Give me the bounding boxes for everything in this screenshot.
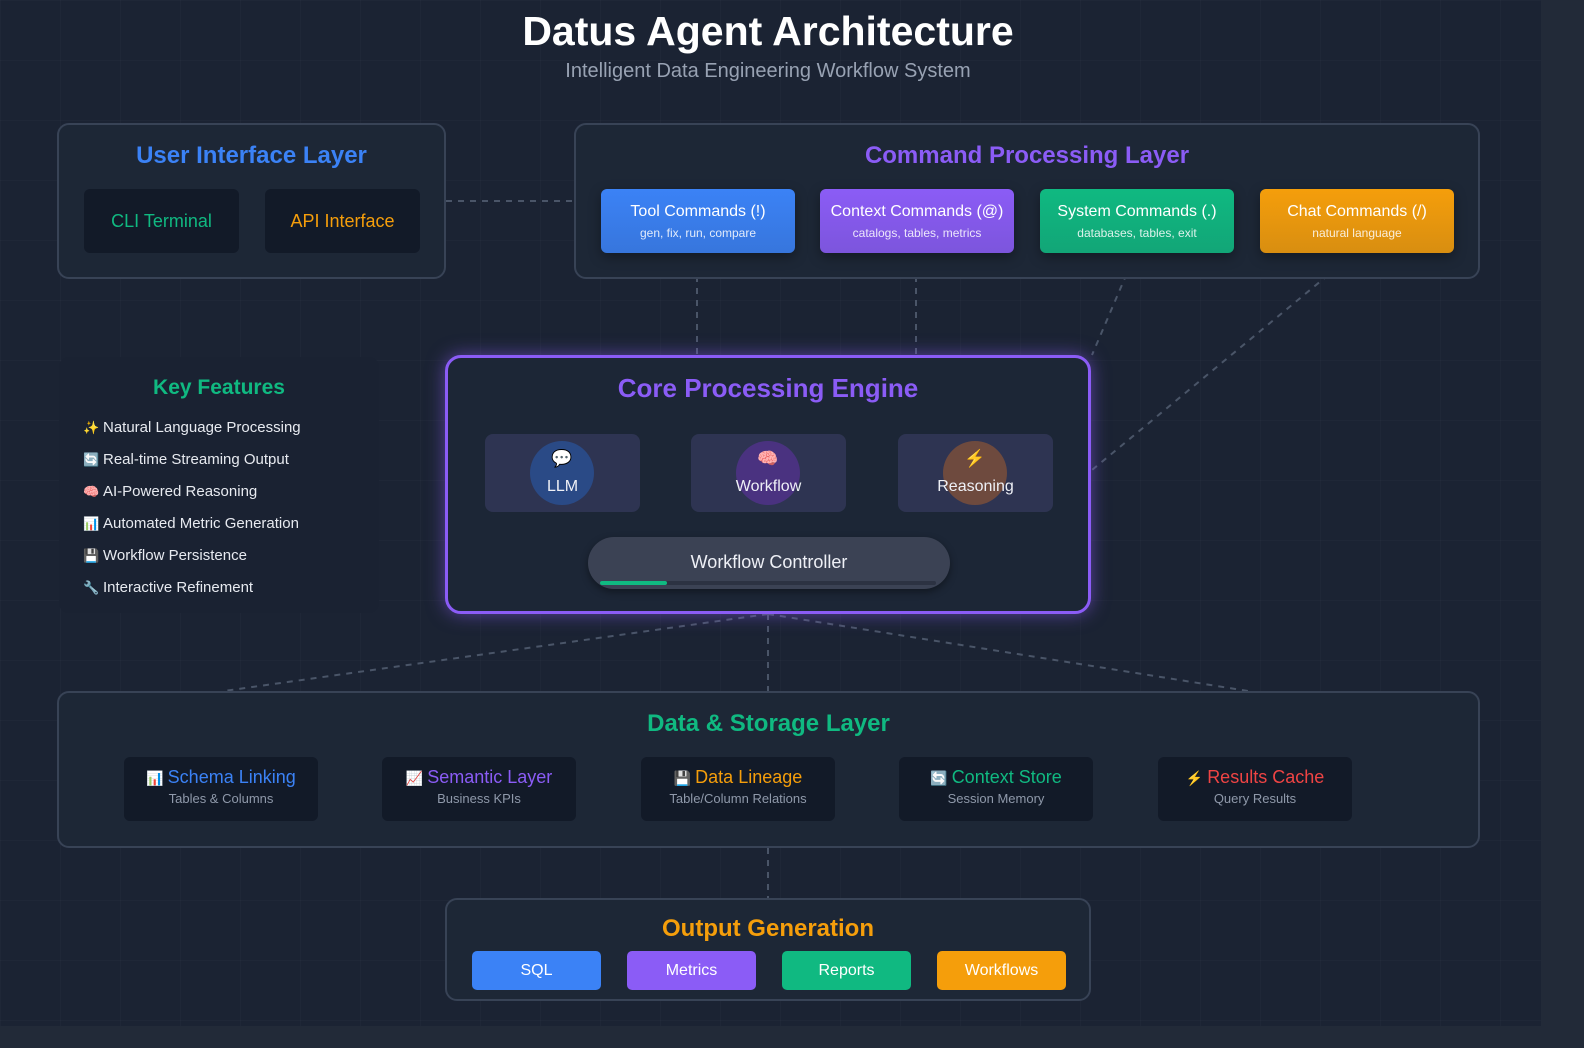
workflow-circle: 🧠 (736, 441, 800, 505)
controller-progress-track (600, 581, 936, 585)
reasoning-circle: ⚡ (943, 441, 1007, 505)
system-commands-label: System Commands (.) (1057, 202, 1217, 220)
command-layer-title: Command Processing Layer (864, 142, 1190, 169)
feature-label: Natural Language Processing (103, 419, 301, 436)
floppy-disk-icon: 💾 (673, 770, 692, 786)
user-interface-layer: User Interface Layer CLI Terminal API In… (57, 123, 446, 279)
data-lineage-label: Data Lineage (695, 767, 803, 787)
output-workflows-label: Workflows (964, 961, 1039, 979)
schema-linking-sub: Tables & Columns (168, 791, 274, 806)
llm-label: LLM (546, 478, 579, 495)
bar-chart-icon: 📊 (83, 516, 100, 531)
output-workflows-button[interactable]: Workflows (937, 951, 1066, 990)
feature-item: ✨Natural Language Processing (83, 419, 301, 436)
trend-chart-icon: 📈 (405, 770, 424, 786)
workflow-controller-label: Workflow Controller (690, 552, 848, 572)
semantic-layer-card[interactable]: 📈Semantic Layer Business KPIs (382, 757, 576, 821)
system-commands-sub: databases, tables, exit (1077, 225, 1197, 240)
connector-chat-core (1091, 251, 1357, 471)
speech-bubble-icon: 💬 (551, 449, 573, 468)
data-lineage-sub: Table/Column Relations (669, 791, 807, 806)
feature-item: 📊Automated Metric Generation (83, 515, 299, 532)
workflow-label: Workflow (735, 478, 802, 495)
output-title: Output Generation (662, 915, 874, 942)
api-interface-card[interactable]: API Interface (265, 189, 420, 253)
controller-progress-fill (600, 581, 668, 585)
cli-terminal-label: CLI Terminal (111, 210, 212, 231)
scrollbar-track[interactable] (1541, 0, 1584, 1048)
tool-commands-sub: gen, fix, run, compare (639, 225, 757, 240)
output-metrics-label: Metrics (665, 961, 718, 979)
tool-commands-label: Tool Commands (!) (630, 202, 766, 220)
floppy-disk-icon: 💾 (83, 548, 100, 563)
diagram-subtitle: Intelligent Data Engineering Workflow Sy… (565, 60, 971, 82)
brain-icon: 🧠 (757, 449, 779, 468)
feature-label: AI-Powered Reasoning (103, 483, 258, 500)
chat-commands-button[interactable]: Chat Commands (/) natural language (1260, 189, 1454, 253)
core-processing-engine: Core Processing Engine 💬 LLM 🧠 Workflow … (445, 355, 1091, 614)
output-sql-button[interactable]: SQL (472, 951, 601, 990)
results-cache-label: Results Cache (1207, 767, 1325, 787)
brain-icon: 🧠 (83, 484, 100, 499)
diagram-title: Datus Agent Architecture (522, 8, 1014, 54)
context-store-card[interactable]: 🔄Context Store Session Memory (899, 757, 1093, 821)
bar-chart-icon: 📊 (146, 770, 164, 786)
feature-label: Workflow Persistence (103, 547, 247, 564)
context-commands-label: Context Commands (@) (830, 202, 1004, 220)
workflow-controller[interactable]: Workflow Controller (588, 537, 950, 589)
sparkles-icon: ✨ (83, 420, 100, 435)
feature-label: Automated Metric Generation (103, 515, 299, 532)
feature-label: Interactive Refinement (103, 579, 254, 596)
wrench-icon: 🔧 (83, 580, 100, 595)
output-generation-panel: Output Generation SQL Metrics Reports Wo… (445, 898, 1091, 1001)
storage-layer-title: Data & Storage Layer (647, 710, 890, 737)
refresh-icon: 🔄 (930, 770, 948, 786)
chat-commands-sub: natural language (1312, 225, 1402, 240)
api-interface-label: API Interface (290, 210, 395, 231)
results-cache-sub: Query Results (1213, 791, 1297, 806)
refresh-icon: 🔄 (83, 452, 100, 467)
reasoning-module[interactable]: ⚡ Reasoning (898, 434, 1053, 512)
context-store-label: Context Store (951, 767, 1062, 787)
feature-label: Real-time Streaming Output (103, 451, 289, 468)
output-metrics-button[interactable]: Metrics (627, 951, 756, 990)
chat-commands-label: Chat Commands (/) (1287, 202, 1427, 220)
connector-core-storage-left (223, 613, 769, 692)
core-engine-title: Core Processing Engine (617, 373, 919, 403)
cli-terminal-card[interactable]: CLI Terminal (84, 189, 239, 253)
output-sql-label: SQL (520, 961, 553, 979)
ui-layer-title: User Interface Layer (136, 142, 367, 169)
feature-item: 🔄Real-time Streaming Output (83, 451, 289, 468)
bottom-bar (0, 1026, 1584, 1048)
system-commands-button[interactable]: System Commands (.) databases, tables, e… (1040, 189, 1234, 253)
reasoning-label: Reasoning (937, 478, 1014, 495)
feature-item: 🧠AI-Powered Reasoning (83, 483, 257, 500)
lightning-icon: ⚡ (964, 449, 986, 468)
tool-commands-button[interactable]: Tool Commands (!) gen, fix, run, compare (601, 189, 795, 253)
schema-linking-card[interactable]: 📊Schema Linking Tables & Columns (124, 757, 318, 821)
llm-module[interactable]: 💬 LLM (485, 434, 640, 512)
data-lineage-card[interactable]: 💾Data Lineage Table/Column Relations (641, 757, 835, 821)
lightning-icon: ⚡ (1185, 770, 1204, 786)
context-store-sub: Session Memory (947, 791, 1045, 806)
output-reports-label: Reports (818, 961, 875, 979)
llm-circle: 💬 (530, 441, 594, 505)
semantic-layer-sub: Business KPIs (437, 791, 521, 806)
key-features-title: Key Features (153, 376, 285, 399)
results-cache-card[interactable]: ⚡Results Cache Query Results (1158, 757, 1352, 821)
output-reports-button[interactable]: Reports (782, 951, 911, 990)
data-storage-layer: Data & Storage Layer 📊Schema Linking Tab… (57, 691, 1480, 848)
workflow-module[interactable]: 🧠 Workflow (691, 434, 846, 512)
key-features-panel: Key Features ✨Natural Language Processin… (59, 357, 379, 613)
feature-item: 💾Workflow Persistence (83, 547, 247, 564)
feature-item: 🔧Interactive Refinement (83, 579, 253, 596)
semantic-layer-label: Semantic Layer (427, 767, 553, 787)
command-processing-layer: Command Processing Layer Tool Commands (… (574, 123, 1480, 279)
context-commands-sub: catalogs, tables, metrics (852, 225, 982, 240)
context-commands-button[interactable]: Context Commands (@) catalogs, tables, m… (820, 189, 1014, 253)
schema-linking-label: Schema Linking (167, 767, 296, 787)
connector-core-storage-right (767, 613, 1249, 692)
